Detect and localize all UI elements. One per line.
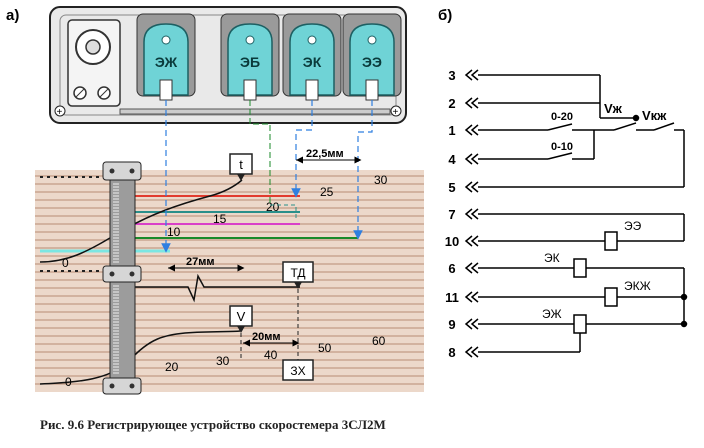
svg-text:1: 1 [448,123,455,138]
circuit-diagram: 3 2 1 4 5 7 10 6 11 9 8 [445,68,688,360]
scale-lower-30: 30 [216,354,230,368]
svg-text:8: 8 [448,345,455,360]
terminal-11: 11 [445,290,479,305]
terminal-4: 4 [448,152,479,167]
pressure-trace [110,273,300,303]
terminal-1: 1 [448,123,479,138]
terminal-6: 6 [448,261,479,276]
stylus-column [102,161,142,395]
electrode-block: + + ЭЖ ЭБ ЭК [49,6,407,124]
terminal-8: 8 [448,345,479,360]
electrode-ek: ЭК [282,13,342,101]
vzh-label: Vж [604,101,623,116]
electrode-ezh: ЭЖ [136,13,196,101]
coil-ee-label: ЭЭ [624,219,642,233]
panel-b-label: б) [438,7,452,24]
electrode-ee: ЭЭ [342,13,402,101]
svg-text:10: 10 [445,234,459,249]
electrode-label: ЭК [303,54,322,70]
svg-text:2: 2 [448,96,455,111]
coil-ezh-label: ЭЖ [542,307,562,321]
svg-text:t: t [239,157,243,172]
electrode-connectors [161,100,373,253]
svg-text:+: + [57,107,63,118]
svg-text:11: 11 [445,290,459,305]
marker-td: ТД [282,261,314,289]
svg-text:20мм: 20мм [252,331,281,343]
svg-text:ЗХ: ЗХ [290,364,305,378]
vkzh-label: Vкж [642,108,667,123]
electrode-eb: ЭБ [220,13,280,101]
scale-lower-50: 50 [318,341,332,355]
scale-lower-0: 0 [65,375,72,389]
svg-text:22,5мм: 22,5мм [306,148,344,160]
dimension-27: 27мм [168,256,245,272]
dimension-22-5: 22,5мм [296,148,362,164]
svg-text:9: 9 [448,317,455,332]
terminal-10: 10 [445,234,479,249]
scale-upper-10: 10 [167,225,181,239]
scale-upper-25: 25 [320,185,334,199]
svg-text:4: 4 [448,152,456,167]
recording-tape: 0 10 15 20 25 30 0 20 30 40 50 60 t ТД V [35,153,424,395]
electrode-label: ЭЖ [155,54,178,70]
switch-0-20-label: 0-20 [551,111,573,123]
svg-text:6: 6 [448,261,455,276]
coil-ek-label: ЭК [544,251,560,265]
terminal-7: 7 [448,207,479,222]
marker-t: t [229,153,253,181]
svg-text:ТД: ТД [290,266,305,280]
scale-upper-15: 15 [213,212,227,226]
svg-text:+: + [393,107,399,118]
terminal-5: 5 [448,180,479,195]
electrode-label: ЭБ [240,54,260,70]
dimension-20: 20мм [243,331,300,347]
scale-upper-20: 20 [266,200,280,214]
svg-text:3: 3 [448,68,455,83]
scale-upper-30: 30 [374,173,388,187]
scale-lower-20: 20 [165,360,179,374]
switch-0-10-label: 0-10 [551,141,573,153]
svg-text:7: 7 [448,207,455,222]
terminal-9: 9 [448,317,479,332]
svg-text:27мм: 27мм [186,256,215,268]
scale-upper-0: 0 [62,256,69,270]
coil-ekzh-label: ЭКЖ [624,279,651,293]
time-curve [39,179,243,263]
panel-a-label: а) [6,7,19,24]
svg-text:V: V [237,309,246,324]
terminal-2: 2 [448,96,479,111]
scale-lower-60: 60 [372,334,386,348]
svg-text:5: 5 [448,180,455,195]
tape-ruling [35,175,424,385]
terminal-3: 3 [448,68,479,83]
marker-v: V [229,305,253,333]
figure-caption: Рис. 9.6 Регистрирующее устройство скоро… [40,417,386,432]
marker-zh: ЗХ [282,359,314,381]
scale-lower-40: 40 [264,348,278,362]
electrode-label: ЭЭ [362,54,382,70]
speed-curve [39,330,241,385]
